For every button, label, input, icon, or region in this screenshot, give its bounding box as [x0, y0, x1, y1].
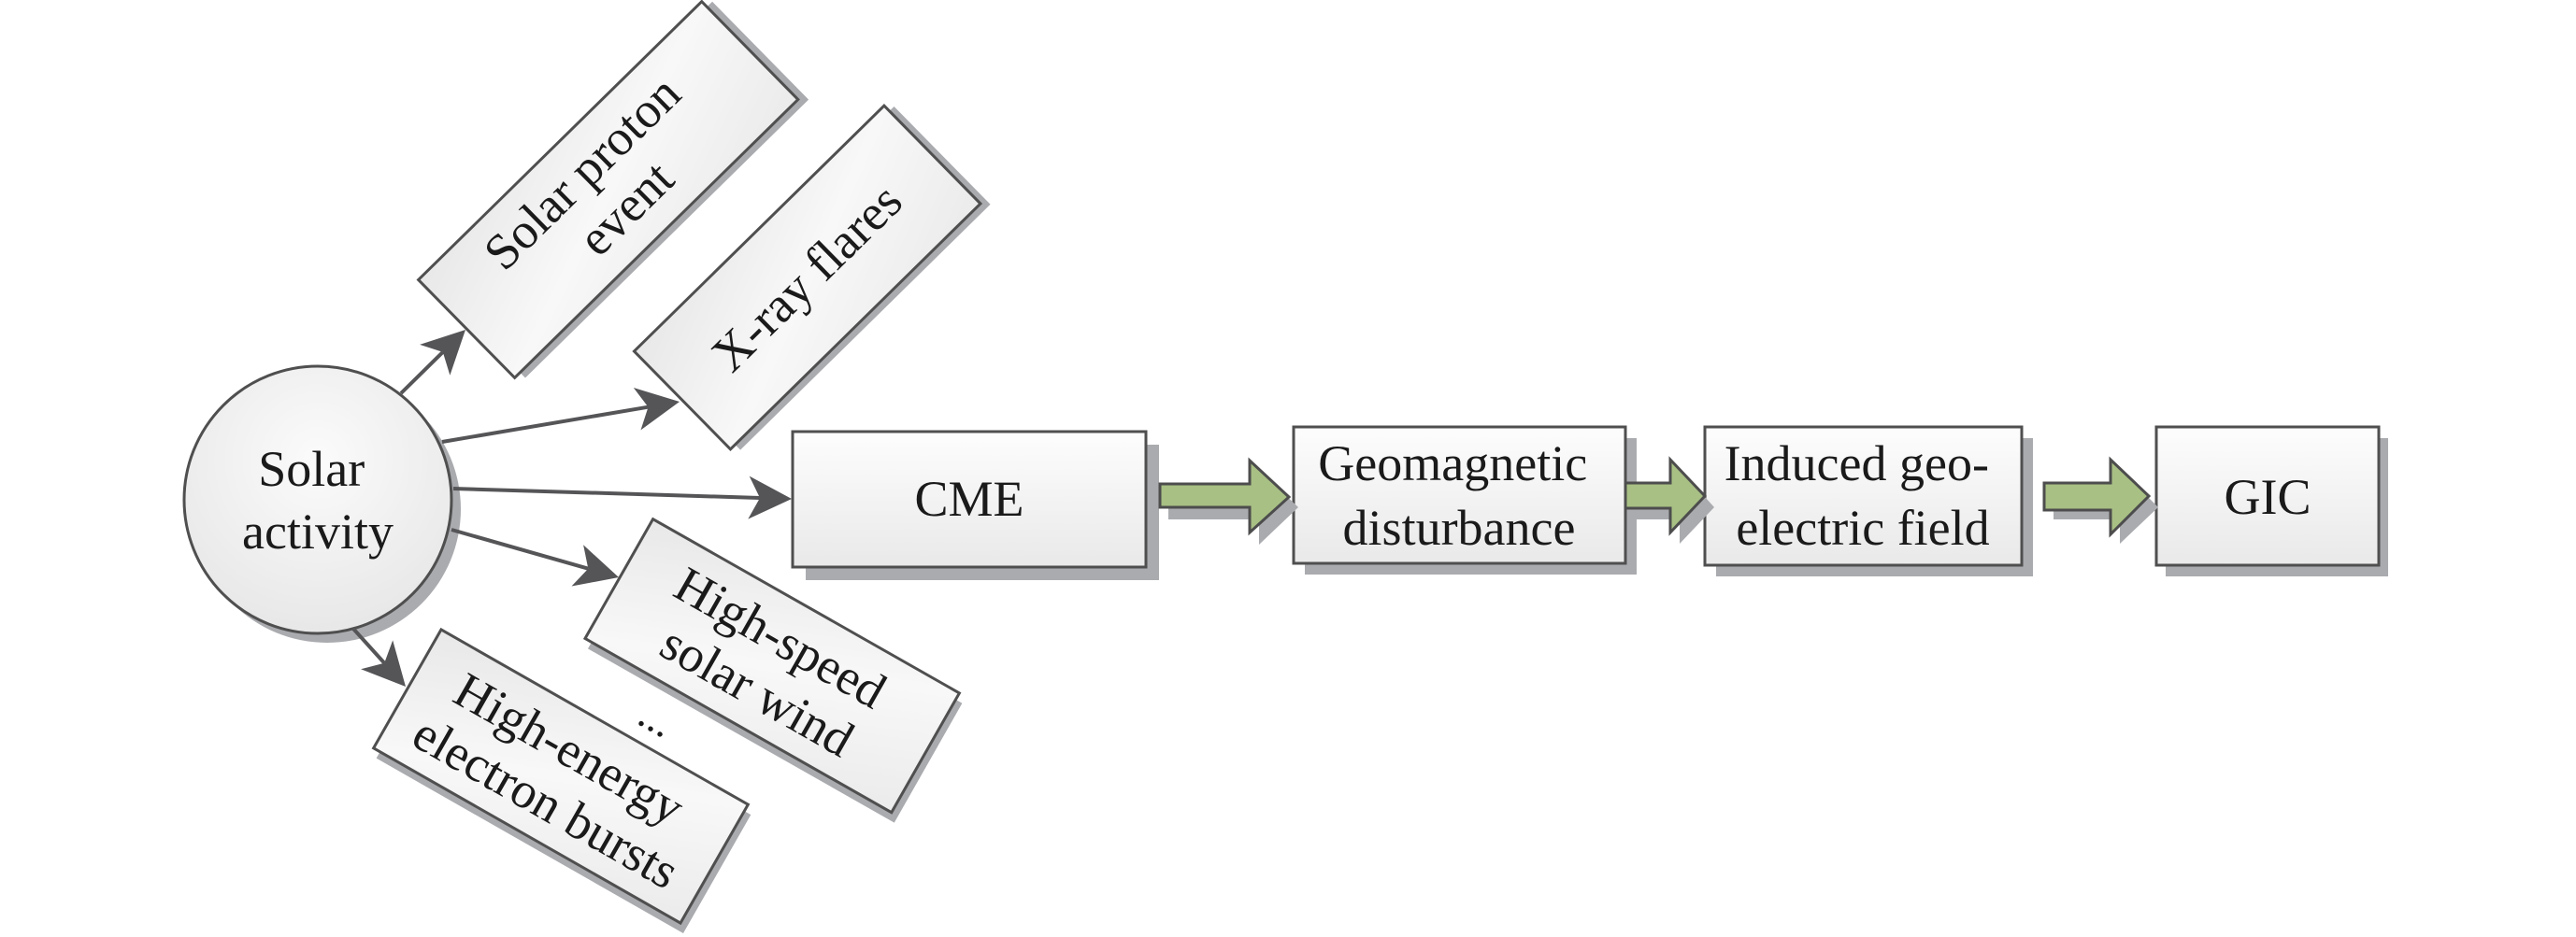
node-label: Induced geo- electric field — [1724, 435, 2002, 556]
green-arrow-icon — [1624, 456, 1708, 536]
green-arrow-icon — [2042, 456, 2152, 538]
label-line-1: Geomagnetic — [1318, 435, 1587, 491]
flow-arrow-cme-to-geomagnetic — [1158, 457, 1298, 545]
arrowhead-icon — [361, 640, 406, 687]
node-box — [582, 517, 962, 815]
node-box — [632, 104, 983, 451]
label-line-2: activity — [242, 504, 394, 560]
node-label: Geomagnetic disturbance — [1318, 435, 1599, 556]
arrowhead-icon — [420, 330, 465, 376]
node-circle — [182, 364, 453, 635]
node-cme: CME — [791, 430, 1159, 580]
node-solar-activity: Solar activity — [182, 364, 461, 643]
node-label: GIC — [2225, 469, 2311, 525]
connector-arrows — [351, 330, 792, 687]
node-box — [371, 627, 751, 926]
arrowhead-icon — [571, 545, 619, 587]
node-geomagnetic-disturbance: Geomagnetic disturbance — [1292, 425, 1637, 575]
node-box — [2154, 425, 2381, 567]
connector-line-to-high-speed-solar-wind — [451, 528, 589, 571]
label-line-1: Solar — [258, 441, 365, 497]
green-arrow-icon — [1158, 457, 1292, 536]
flow-arrow-geomagnetic-to-induced — [1624, 456, 1714, 544]
label-line-2: disturbance — [1343, 500, 1576, 556]
flow-arrow-induced-to-gic — [2042, 456, 2158, 544]
node-label: Solar activity — [242, 441, 394, 560]
connector-line-to-cme — [452, 487, 761, 500]
connector-line-to-high-energy-electron-bursts — [351, 627, 386, 665]
node-induced-geoelectric-field: Induced geo- electric field — [1703, 425, 2033, 576]
label-line-1: CME — [914, 471, 1023, 527]
arrowhead-icon — [748, 476, 792, 519]
node-label: CME — [914, 471, 1023, 527]
node-box — [791, 430, 1148, 569]
node-box — [1292, 425, 1627, 565]
label-line-1: Induced geo- — [1724, 435, 1989, 491]
node-box — [416, 0, 800, 380]
arrowhead-icon — [633, 388, 680, 431]
node-gic: GIC — [2154, 425, 2388, 576]
label-line-1: GIC — [2225, 469, 2311, 525]
connector-line-to-x-ray-flares — [441, 405, 649, 444]
connector-line-to-solar-proton-event — [399, 350, 445, 395]
label-line-2: electric field — [1736, 500, 1989, 556]
